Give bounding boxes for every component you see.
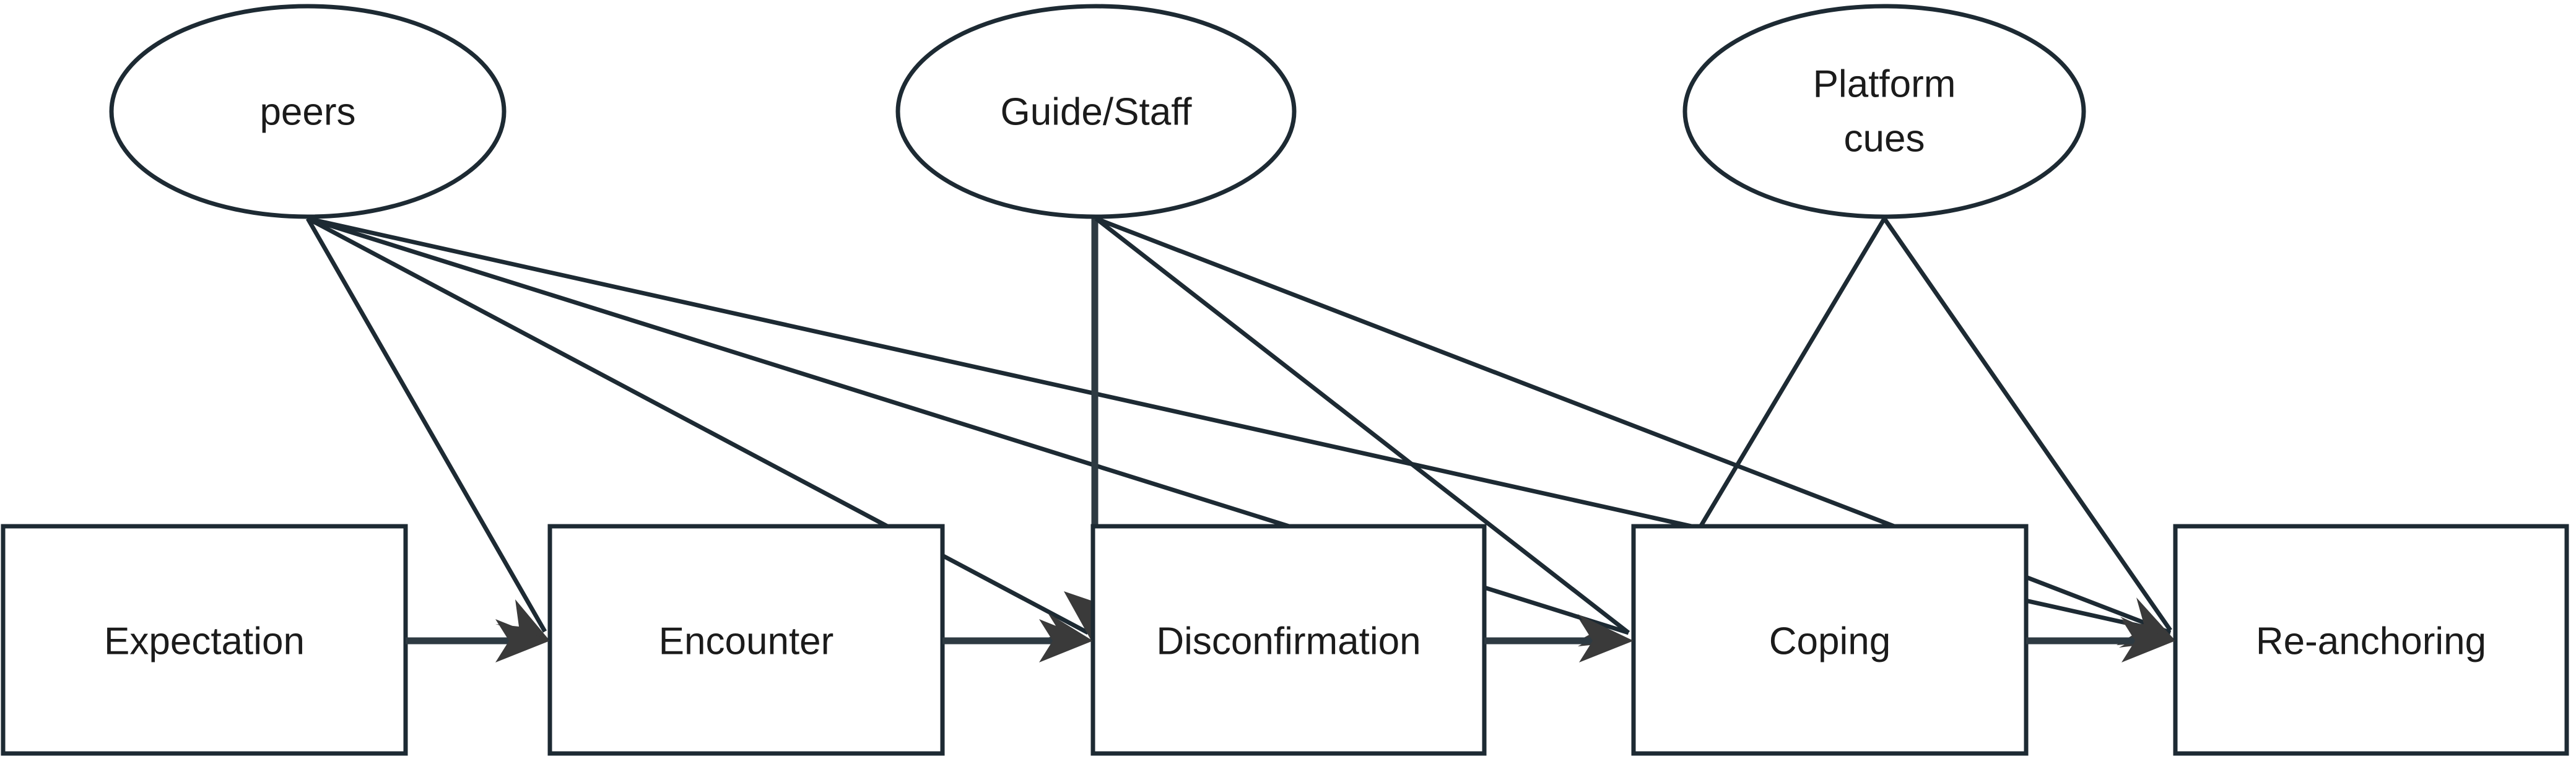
edge-expectation-to-encounter xyxy=(406,619,550,662)
influencer-group: peers Guide/Staff Platform cues xyxy=(109,4,2086,219)
stage-label-coping: Coping xyxy=(1769,620,1891,662)
stage-node-encounter[interactable]: Encounter xyxy=(547,524,945,756)
stage-box-coping[interactable] xyxy=(1631,524,2029,756)
edge-platform-cues-to-re-anchoring xyxy=(1882,217,2177,643)
influencer-ellipse-guide-staff[interactable] xyxy=(895,4,1297,219)
influencer-label-guide-staff: Guide/Staff xyxy=(1000,90,1192,133)
influencer-node-peers[interactable]: peers xyxy=(109,4,507,219)
arrow-head-peers-disconfirmation xyxy=(1039,613,1093,641)
edge-coping-to-re-anchoring xyxy=(2026,619,2175,662)
sequence-edge-group xyxy=(406,619,2175,662)
stage-box-group: Expectation Encounter Disconfirmation Co… xyxy=(1,524,2569,756)
stage-label-expectation: Expectation xyxy=(104,620,305,662)
edge-line-peers-encounter xyxy=(305,217,547,633)
influencer-node-platform-cues[interactable]: Platform cues xyxy=(1682,4,2086,219)
arrow-head-expectation-encounter xyxy=(495,619,550,662)
influencer-label-platform-cues-line1: Platform xyxy=(1813,63,1956,105)
stage-node-expectation[interactable]: Expectation xyxy=(1,524,408,756)
stage-node-coping[interactable]: Coping xyxy=(1631,524,2029,756)
influencer-ellipse-peers[interactable] xyxy=(109,4,507,219)
edge-encounter-to-disconfirmation xyxy=(942,619,1093,662)
stage-label-disconfirmation: Disconfirmation xyxy=(1156,620,1421,662)
influencer-node-guide-staff[interactable]: Guide/Staff xyxy=(895,4,1297,219)
arrow-head-disconfirmation-coping xyxy=(1579,619,1634,662)
influencer-label-platform-cues-line2: cues xyxy=(1844,117,1925,160)
stage-label-encounter: Encounter xyxy=(659,620,834,662)
edge-line-peers-disconfirmation xyxy=(307,216,1089,635)
stage-box-re-anchoring[interactable] xyxy=(2173,524,2569,756)
edge-peers-to-encounter xyxy=(305,217,550,641)
influencer-ellipse-platform-cues[interactable] xyxy=(1682,4,2086,219)
arrow-head-platform-cues-re-anchoring xyxy=(2120,597,2177,643)
edge-peers-to-disconfirmation xyxy=(307,216,1093,641)
influencer-label-peers: peers xyxy=(259,90,355,133)
edge-line-platform-cues-re-anchoring xyxy=(1882,217,2172,632)
stage-box-disconfirmation[interactable] xyxy=(1090,524,1487,756)
arrow-head-encounter-disconfirmation xyxy=(1039,619,1093,662)
stage-node-re-anchoring[interactable]: Re-anchoring xyxy=(2173,524,2569,756)
edge-disconfirmation-to-coping xyxy=(1484,619,1634,662)
edge-line-guide-staff-coping xyxy=(1094,217,1630,635)
arrow-head-peers-encounter xyxy=(495,599,550,641)
arrow-head-coping-re-anchoring xyxy=(2121,619,2175,662)
stage-box-expectation[interactable] xyxy=(1,524,408,756)
stage-node-disconfirmation[interactable]: Disconfirmation xyxy=(1090,524,1487,756)
stage-label-re-anchoring: Re-anchoring xyxy=(2256,620,2486,662)
stage-box-encounter[interactable] xyxy=(547,524,945,756)
